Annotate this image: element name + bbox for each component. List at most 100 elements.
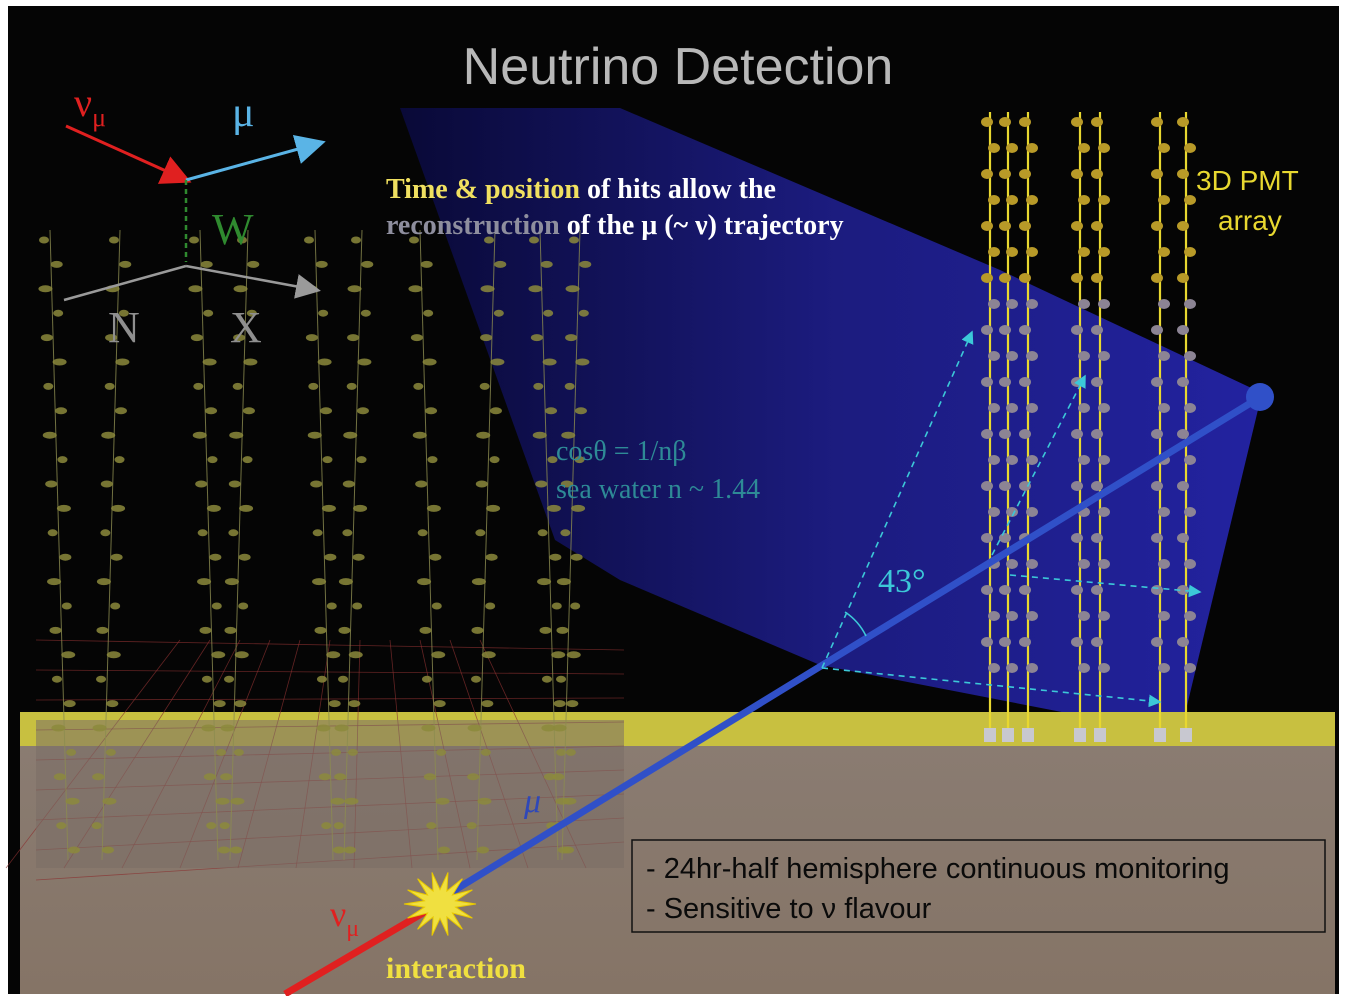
left-string bbox=[229, 229, 249, 861]
pmt-module bbox=[1151, 117, 1163, 127]
pmt-module bbox=[1071, 481, 1083, 491]
left-optical-module bbox=[489, 407, 502, 415]
left-optical-module bbox=[471, 578, 486, 586]
pmt-module bbox=[1184, 663, 1196, 673]
left-optical-module bbox=[219, 822, 230, 830]
left-optical-module bbox=[110, 553, 123, 561]
pmt-module bbox=[1158, 559, 1170, 569]
left-optical-module bbox=[410, 334, 423, 342]
left-optical-module bbox=[361, 260, 374, 268]
left-optical-module bbox=[195, 480, 208, 488]
pmt-module bbox=[999, 429, 1011, 439]
pmt-module bbox=[988, 663, 1000, 673]
left-optical-module bbox=[423, 773, 436, 781]
pmt-module bbox=[1098, 143, 1110, 153]
pmt-module bbox=[1177, 533, 1189, 543]
pmt-module bbox=[1158, 611, 1170, 621]
pmt-module bbox=[1071, 429, 1083, 439]
pmt-module bbox=[981, 221, 993, 231]
left-optical-module bbox=[552, 724, 567, 732]
left-optical-module bbox=[565, 748, 576, 756]
left-optical-module bbox=[96, 578, 111, 586]
pmt-module bbox=[1158, 351, 1170, 361]
pmt-module bbox=[1091, 377, 1103, 387]
left-optical-module bbox=[419, 626, 432, 634]
pmt-module bbox=[1071, 221, 1083, 231]
left-optical-module bbox=[543, 773, 556, 781]
pmt-array-strings bbox=[981, 112, 1196, 742]
pmt-module bbox=[1026, 611, 1038, 621]
pmt-module bbox=[1091, 585, 1103, 595]
left-optical-module bbox=[356, 407, 369, 415]
left-optical-module bbox=[328, 700, 341, 708]
pmt-module bbox=[1151, 169, 1163, 179]
left-optical-module bbox=[413, 382, 424, 390]
pmt-module bbox=[1026, 403, 1038, 413]
left-optical-module bbox=[321, 504, 336, 512]
pmt-module bbox=[1091, 637, 1103, 647]
left-optical-module bbox=[102, 846, 114, 854]
pmt-module bbox=[1019, 637, 1031, 647]
left-optical-module bbox=[415, 480, 428, 488]
left-optical-module bbox=[338, 626, 351, 634]
pmt-module bbox=[1019, 325, 1031, 335]
left-optical-module bbox=[320, 407, 333, 415]
pmt-module bbox=[1158, 403, 1170, 413]
pmt-module bbox=[1006, 507, 1018, 517]
sea-water-index: sea water n ~ 1.44 bbox=[556, 474, 760, 505]
left-optical-module bbox=[477, 846, 489, 854]
left-optical-module bbox=[114, 456, 125, 464]
pmt-module bbox=[1091, 533, 1103, 543]
left-optical-module bbox=[484, 236, 494, 244]
left-optical-module bbox=[56, 504, 71, 512]
left-optical-module bbox=[571, 504, 586, 512]
left-optical-module bbox=[575, 358, 590, 366]
left-optical-module bbox=[344, 797, 359, 805]
left-optical-module bbox=[338, 578, 353, 586]
pmt-module bbox=[1026, 455, 1038, 465]
left-optical-module bbox=[429, 553, 442, 561]
array-label-line-2: array bbox=[1218, 205, 1282, 236]
left-optical-module bbox=[233, 748, 244, 756]
caption-line-2: reconstruction of the μ (~ ν) trajectory bbox=[386, 210, 844, 241]
pmt-module bbox=[1098, 559, 1110, 569]
pmt-module bbox=[999, 585, 1011, 595]
string-anchor bbox=[1002, 728, 1014, 742]
left-optical-module bbox=[100, 529, 111, 537]
pmt-module bbox=[1177, 377, 1189, 387]
left-optical-module bbox=[334, 724, 349, 732]
left-optical-module bbox=[326, 651, 341, 659]
left-detector-strings bbox=[38, 229, 592, 861]
pmt-module bbox=[1078, 299, 1090, 309]
pmt-module bbox=[1078, 247, 1090, 257]
left-optical-module bbox=[351, 236, 361, 244]
left-optical-module bbox=[66, 748, 77, 756]
left-optical-module bbox=[347, 285, 362, 293]
pmt-module bbox=[1006, 247, 1018, 257]
left-optical-module bbox=[537, 529, 548, 537]
pmt-module bbox=[999, 481, 1011, 491]
left-optical-module bbox=[45, 480, 58, 488]
left-optical-module bbox=[61, 651, 76, 659]
left-optical-module bbox=[68, 846, 80, 854]
left-optical-module bbox=[553, 700, 566, 708]
cherenkov-formula: cosθ = 1/nβ bbox=[556, 436, 687, 467]
pmt-module bbox=[1158, 299, 1170, 309]
pmt-module bbox=[988, 299, 1000, 309]
left-optical-module bbox=[242, 456, 253, 464]
left-optical-module bbox=[203, 773, 216, 781]
left-optical-module bbox=[202, 358, 217, 366]
pmt-module bbox=[1071, 377, 1083, 387]
pmt-module bbox=[999, 221, 1011, 231]
left-optical-module bbox=[228, 529, 239, 537]
pmt-module bbox=[988, 195, 1000, 205]
left-optical-module bbox=[91, 822, 102, 830]
pmt-module bbox=[981, 325, 993, 335]
left-optical-module bbox=[317, 358, 332, 366]
left-optical-module bbox=[547, 456, 558, 464]
left-optical-module bbox=[237, 236, 247, 244]
pmt-module bbox=[1019, 377, 1031, 387]
left-optical-module bbox=[579, 260, 592, 268]
